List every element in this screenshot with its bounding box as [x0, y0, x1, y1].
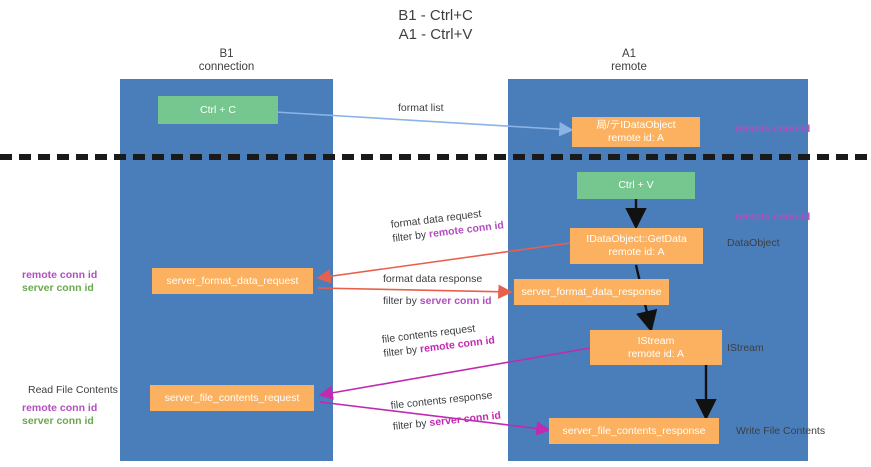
node-idataobject[interactable]: 局/テIDataObject remote id: A [572, 117, 700, 147]
lane-header-b1: B1 connection [120, 48, 333, 74]
edge-format-list-text: format list [398, 102, 444, 114]
side-label-left-ids-bottom: remote conn id server conn id [22, 402, 97, 428]
node-idataobject-line1: 局/テIDataObject [596, 119, 676, 131]
node-server-file-contents-request-label: server_file_contents_request [164, 391, 300, 404]
node-server-file-contents-request[interactable]: server_file_contents_request [150, 385, 314, 411]
left-ids-mid-server: server conn id [22, 282, 94, 294]
lane-b1-sub: connection [198, 61, 255, 73]
title-line-2: A1 - Ctrl+V [398, 26, 473, 43]
filter-value: server conn id [419, 295, 492, 307]
node-server-format-data-response-label: server_format_data_response [521, 285, 662, 298]
side-label-left-ids-mid: remote conn id server conn id [22, 269, 97, 295]
filter-prefix: filter by [391, 228, 430, 245]
lane-b1-name: B1 [219, 48, 234, 60]
edge-label-file-contents-request: file contents request filter by remote c… [381, 319, 496, 360]
filter-prefix: filter by [392, 417, 431, 433]
filter-prefix: filter by [383, 295, 420, 307]
node-ctrl-c[interactable]: Ctrl + C [158, 96, 278, 124]
node-server-file-contents-response[interactable]: server_file_contents_response [549, 418, 719, 444]
side-label-read-file-contents: Read File Contents [28, 384, 118, 396]
left-ids-bottom-server: server conn id [22, 415, 94, 427]
node-istream-line2: remote id: A [627, 347, 685, 360]
left-ids-bottom-remote: remote conn id [22, 402, 98, 414]
lane-header-a1: A1 remote [508, 48, 750, 74]
edge-format-data-response-filter: filter by server conn id [383, 294, 492, 308]
node-ctrl-v[interactable]: Ctrl + V [577, 172, 695, 199]
node-getdata-line2: remote id: A [608, 246, 665, 258]
node-idataobject-line2: remote id: A [607, 132, 665, 144]
filter-prefix: filter by [382, 343, 421, 360]
title-line-1: B1 - Ctrl+C [398, 7, 473, 24]
node-idataobject-getdata[interactable]: IDataObject::GetData remote id: A [570, 228, 703, 264]
side-label-write-file-contents: Write File Contents [736, 425, 826, 437]
left-ids-mid-remote: remote conn id [22, 269, 98, 281]
edge-label-format-list: format list [398, 101, 444, 115]
filter-value: server conn id [428, 409, 502, 429]
node-server-format-data-request-label: server_format_data_request [166, 274, 299, 287]
node-istream[interactable]: IStream remote id: A [590, 330, 722, 365]
page-title: B1 - Ctrl+C A1 - Ctrl+V [0, 6, 871, 44]
lane-a1-sub: remote [611, 61, 647, 73]
node-ctrl-c-label: Ctrl + C [200, 103, 236, 116]
node-istream-line1: IStream [637, 334, 675, 347]
lane-a1-name: A1 [621, 48, 637, 60]
side-label-remote-conn-id-top: remote conn id [735, 123, 811, 135]
edge-file-contents-response-filter: filter by server conn id [392, 409, 501, 434]
edge-label-file-contents-response: file contents response filter by server … [390, 388, 502, 434]
side-label-dataobject: DataObject [727, 237, 780, 249]
edge-label-format-data-request: format data request filter by remote con… [390, 204, 505, 245]
side-label-istream: IStream [727, 342, 764, 354]
node-server-file-contents-response-label: server_file_contents_response [562, 424, 706, 437]
edge-label-format-data-response: format data response filter by server co… [383, 272, 492, 308]
side-label-remote-conn-id-mid: remote conn id [735, 211, 811, 223]
edge-format-data-response-text: format data response [383, 273, 483, 285]
edge-file-contents-response-text: file contents response [390, 389, 493, 412]
node-server-format-data-response[interactable]: server_format_data_response [514, 279, 669, 305]
node-ctrl-v-label: Ctrl + V [618, 179, 654, 191]
node-server-format-data-request[interactable]: server_format_data_request [152, 268, 313, 294]
node-getdata-line1: IDataObject::GetData [586, 233, 687, 245]
